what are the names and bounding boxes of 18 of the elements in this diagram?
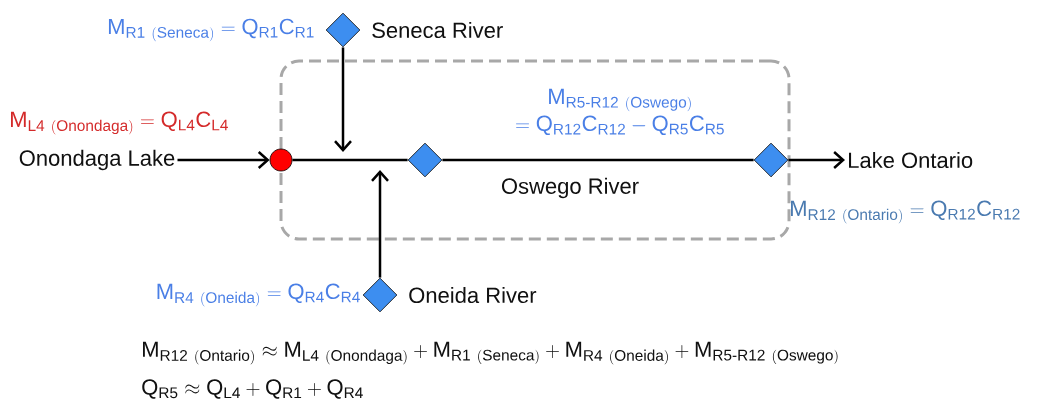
equation: $\mathrm{M}_{\mathrm{R12\ (Ontario)}} \approx \mathrm{M}_{\mathrm{L4\ (Onondaga)}} + \mathrm{M}_{\mathrm{R1\ (Seneca)}} + \mathrm{M}_{\mathrm{R4\ (Oneida)}} + \mathrm{M}_{\mathrm{R5\text{-}R12\ (Oswego)}}$ — [143, 341, 838, 365]
station-diamond — [407, 142, 443, 178]
junction-circle — [269, 148, 293, 172]
equation: $\mathrm{M}_{\mathrm{R1\ (Seneca)}} = \mathrm{Q}_{\mathrm{R1}}\mathrm{C}_{\mathrm{R1}}$ — [108, 18, 314, 42]
river-label: Seneca River — [372, 21, 503, 39]
arrow — [334, 47, 352, 152]
place-label: Onondaga Lake — [19, 149, 175, 171]
equation: $\begin{array}{c}\mathrm{M}_{\mathrm{R5\text{-}R12\ (Oswego)}} \\ = \mathrm{Q}_{\mathrm{R12}}\mathrm{C}_{\mathrm{R12}} - \mathrm{Q}_{\mathrm{R5}}\mathrm{C}_{\mathrm{R5}}\end{array}$ — [516, 88, 724, 136]
equation: $\mathrm{M}_{\mathrm{R4\ (Oneida)}} = \mathrm{Q}_{\mathrm{R4}}\mathrm{C}_{\mathrm{R4}}$ — [157, 283, 360, 307]
equation: $\mathrm{M}_{\mathrm{R12\ (Ontario)}} = \mathrm{Q}_{\mathrm{R12}}\mathrm{C}_{\mathrm{R12}}$ — [791, 200, 1020, 224]
equation: $\mathrm{M}_{\mathrm{L4\ (Onondaga)}} = \mathrm{Q}_{\mathrm{L4}}\mathrm{C}_{\mathrm{L4}}$ — [11, 111, 228, 135]
arrow — [371, 170, 389, 278]
equation: $\mathrm{Q}_{\mathrm{R5}} \approx \mathrm{Q}_{\mathrm{L4}} + \mathrm{Q}_{\mathrm{R1}} + \mathrm{Q}_{\mathrm{R4}}$ — [142, 379, 363, 399]
place-label: Lake Ontario — [849, 151, 973, 169]
river-label: Oneida River — [409, 286, 537, 304]
arrow — [788, 151, 845, 169]
river-label: Oswego River — [501, 177, 639, 199]
arrow — [177, 151, 270, 169]
